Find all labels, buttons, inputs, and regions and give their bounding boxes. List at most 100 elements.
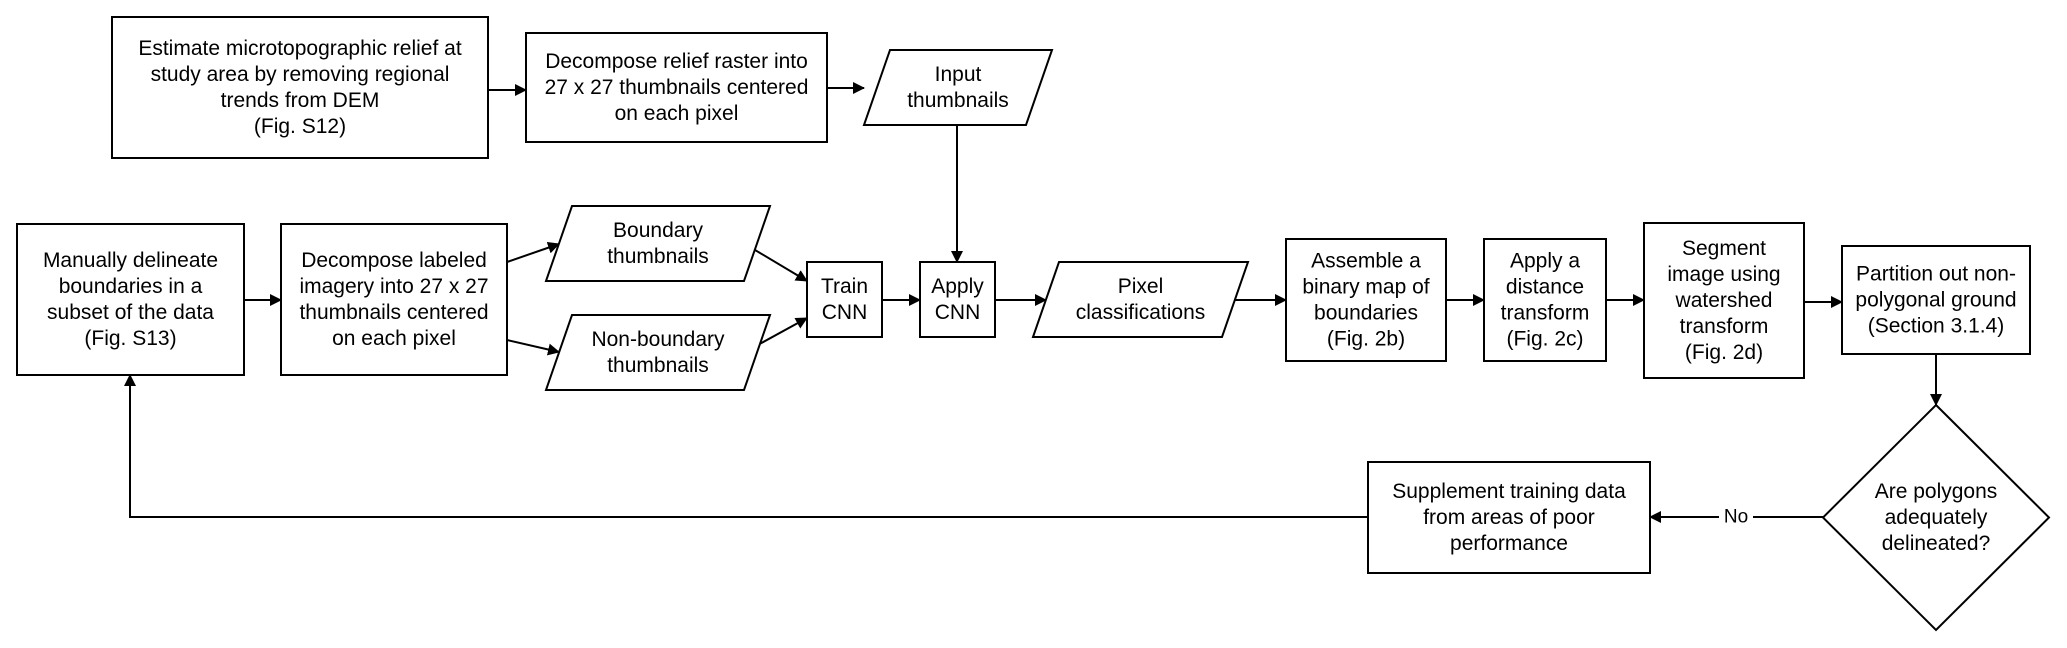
decision-diamond (1821, 403, 2051, 632)
node-label-line: (Fig. S13) (84, 327, 176, 350)
node-label-line: on each pixel (615, 102, 739, 125)
data-parallelogram (544, 205, 772, 282)
node-label-line: boundaries (1314, 302, 1418, 325)
edge-label-background (1719, 504, 1753, 530)
node-label-line: Apply (931, 275, 984, 298)
node-label: Supplement training data from areas of po… (1392, 480, 1626, 555)
edge-label-no: No (1724, 507, 1748, 528)
node-label-line: CNN (935, 301, 981, 324)
node-label-line: image using (1667, 263, 1780, 286)
data-parallelogram (544, 314, 772, 391)
nodes-layer: Estimate microtopographic relief at study… (16, 16, 2051, 632)
node-segment-image: Segment image using watershed transform (Fig… (1643, 222, 1805, 379)
arrow-supplement-to-manually-delineate (124, 374, 1368, 518)
node-partition: Partition out non-polygonal ground (Secti… (1841, 245, 2031, 355)
node-label-line: delineated? (1882, 532, 1991, 555)
process-box (806, 261, 883, 338)
node-label: Assemble a binary map of boundaries (Fig. 2… (1302, 250, 1429, 351)
process-box (280, 223, 508, 376)
node-pixel-classifications: Pixel classifications (1031, 261, 1250, 338)
process-box (111, 16, 489, 159)
node-label-line: imagery into 27 x 27 (299, 275, 488, 298)
node-label-line: (Section 3.1.4) (1868, 315, 2005, 338)
node-label-line: Assemble a (1311, 250, 1421, 273)
node-label-line: Partition out non- (1856, 263, 2016, 286)
process-box (1643, 222, 1805, 379)
node-label-line: distance (1506, 276, 1584, 299)
node-label-line: study area by removing regional (151, 63, 450, 86)
process-box (919, 261, 996, 338)
edges-layer: No (124, 82, 1942, 530)
node-label: Pixel classifications (1076, 275, 1206, 324)
node-label-line: (Fig. 2b) (1327, 328, 1405, 351)
node-label-line: transform (1680, 315, 1769, 338)
node-input-thumbnails: Input thumbnails (862, 49, 1054, 126)
node-label-line: Supplement training data (1392, 480, 1626, 503)
process-box (525, 32, 828, 143)
node-decompose-relief: Decompose relief raster into 27 x 27 thum… (525, 32, 828, 143)
node-label-line: performance (1450, 532, 1568, 555)
node-label-line: trends from DEM (221, 89, 380, 112)
node-label: Partition out non-polygonal ground (Secti… (1855, 263, 2016, 338)
node-label-line: CNN (822, 301, 868, 324)
node-label-line: Boundary (613, 219, 703, 242)
node-label: Are polygons adequately delineated? (1875, 480, 1998, 555)
node-label-line: (Fig. 2d) (1685, 341, 1763, 364)
node-estimate: Estimate microtopographic relief at study… (111, 16, 489, 159)
node-label: Boundary thumbnails (607, 219, 709, 268)
process-box (1367, 461, 1651, 574)
node-label-line: polygonal ground (1855, 289, 2016, 312)
node-label-line: adequately (1885, 506, 1988, 529)
node-label-line: Non-boundary (591, 328, 725, 351)
node-label-line: thumbnails centered (299, 301, 488, 324)
node-label-line: thumbnails (607, 245, 709, 268)
node-assemble-map: Assemble a binary map of boundaries (Fig. 2… (1285, 238, 1447, 362)
node-label-line: (Fig. S12) (254, 115, 346, 138)
arrow-decompose-labeled-to-non-boundary-thumbnails (506, 339, 560, 356)
node-label: Input thumbnails (907, 63, 1009, 112)
node-label-line: boundaries in a (59, 275, 203, 298)
node-label-line: thumbnails (607, 354, 709, 377)
node-label-line: transform (1501, 302, 1590, 325)
process-box (1285, 238, 1447, 362)
node-label-line: (Fig. 2c) (1506, 328, 1583, 351)
data-parallelogram (862, 49, 1054, 126)
node-decision: Are polygons adequately delineated? (1821, 403, 2051, 632)
node-label-line: classifications (1076, 301, 1206, 324)
node-label-line: from areas of poor (1423, 506, 1595, 529)
node-label-line: 27 x 27 thumbnails centered (545, 76, 809, 99)
node-label-line: watershed (1675, 289, 1773, 312)
process-box (1841, 245, 2031, 355)
node-label: Decompose relief raster into 27 x 27 thum… (545, 50, 809, 125)
node-label-line: on each pixel (332, 327, 456, 350)
process-box (16, 223, 245, 376)
node-label-line: binary map of (1302, 276, 1429, 299)
node-label-line: Segment (1682, 237, 1766, 260)
node-label-line: Are polygons (1875, 480, 1998, 503)
node-label-line: Manually delineate (43, 249, 218, 272)
node-manually-delineate: Manually delineate boundaries in a subset … (16, 223, 245, 376)
node-label-line: Decompose relief raster into (545, 50, 808, 73)
data-parallelogram (1031, 261, 1250, 338)
node-label: Manually delineate boundaries in a subset … (43, 249, 218, 350)
node-non-boundary-thumbnails: Non-boundary thumbnails (544, 314, 772, 391)
node-label: Non-boundary thumbnails (591, 328, 725, 377)
node-label: Estimate microtopographic relief at study… (138, 37, 461, 138)
node-label: Segment image using watershed transform (Fig… (1667, 237, 1780, 364)
node-supplement: Supplement training data from areas of po… (1367, 461, 1651, 574)
process-box (1483, 238, 1607, 362)
node-label-line: Pixel (1118, 275, 1164, 298)
node-label-line: Input (935, 63, 982, 86)
node-label-line: thumbnails (907, 89, 1009, 112)
node-label-line: subset of the data (47, 301, 214, 324)
arrow-decompose-labeled-to-boundary-thumbnails (506, 241, 560, 263)
node-label-line: Estimate microtopographic relief at (138, 37, 461, 60)
